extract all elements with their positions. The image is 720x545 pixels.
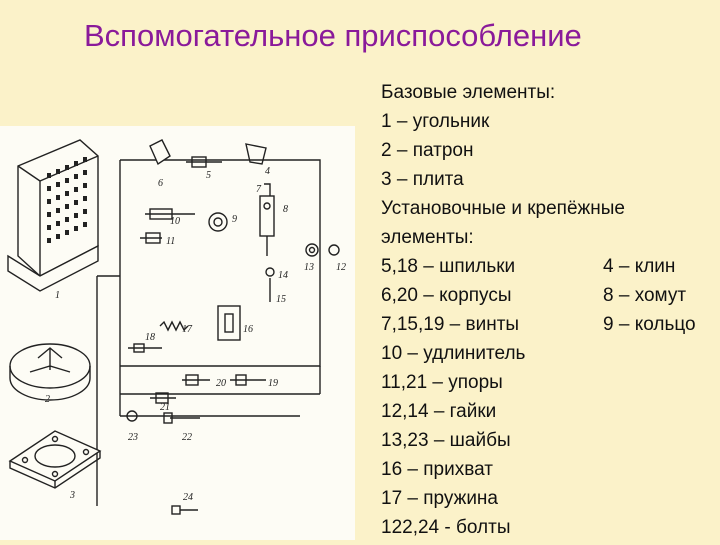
svg-text:4: 4 <box>265 166 270 177</box>
svg-text:22: 22 <box>182 432 192 443</box>
svg-text:14: 14 <box>278 270 288 281</box>
legend-item: 12,14 – гайки <box>381 401 497 422</box>
angle-plate-1 <box>7 139 99 292</box>
legend-item: 13,23 – шайбы <box>381 430 511 451</box>
legend-item: 3 – плита <box>381 169 464 190</box>
legend-item: 10 – удлинитель <box>381 343 526 364</box>
legend-item: 5,18 – шпильки <box>381 256 516 277</box>
chuck-2 <box>9 343 91 401</box>
svg-text:9: 9 <box>232 214 237 225</box>
svg-text:19: 19 <box>268 378 278 389</box>
legend-item: 7,15,19 – винты <box>381 314 520 335</box>
svg-text:3: 3 <box>69 490 75 501</box>
svg-text:17: 17 <box>182 324 193 335</box>
svg-text:11: 11 <box>166 236 175 247</box>
part-number-labels: 1 2 3 4 5 6 7 8 9 10 11 12 13 14 15 16 1… <box>45 166 346 503</box>
svg-text:13: 13 <box>304 262 314 273</box>
svg-text:7: 7 <box>256 184 262 195</box>
connector-lines <box>96 159 321 506</box>
svg-text:15: 15 <box>276 294 286 305</box>
legend-item: 9 – кольцо <box>603 314 696 335</box>
svg-text:20: 20 <box>216 378 226 389</box>
svg-text:10: 10 <box>170 216 180 227</box>
heading-mounting-elements-cont: элементы: <box>381 227 474 248</box>
svg-text:6: 6 <box>158 178 163 189</box>
svg-text:12: 12 <box>336 262 346 273</box>
legend-row: 7,15,19 – винты 9 – кольцо <box>381 310 720 339</box>
svg-text:24: 24 <box>183 492 193 503</box>
svg-text:23: 23 <box>128 432 138 443</box>
legend-item: 11,21 – упоры <box>381 372 503 393</box>
svg-text:16: 16 <box>243 324 253 335</box>
legend-row: 6,20 – корпусы 8 – хомут <box>381 281 720 310</box>
fixture-diagram: 1 2 3 4 5 6 7 8 9 10 11 12 13 14 15 16 1… <box>0 126 355 540</box>
svg-text:8: 8 <box>283 204 288 215</box>
legend-item: 122,24 - болты <box>381 517 511 538</box>
slide-title: Вспомогательное приспособление <box>84 18 582 53</box>
legend-item: 4 – клин <box>603 256 676 277</box>
legend-item: 2 – патрон <box>381 140 474 161</box>
svg-text:5: 5 <box>206 170 211 181</box>
legend-item: 1 – угольник <box>381 111 490 132</box>
svg-text:18: 18 <box>145 332 155 343</box>
heading-base-elements: Базовые элементы: <box>381 82 556 103</box>
legend-item: 8 – хомут <box>603 285 687 306</box>
legend-item: 17 – пружина <box>381 488 498 509</box>
svg-text:1: 1 <box>55 290 60 301</box>
legend-item: 16 – прихват <box>381 459 493 480</box>
svg-text:2: 2 <box>45 394 50 405</box>
svg-text:21: 21 <box>160 402 170 413</box>
legend-row: 5,18 – шпильки 4 – клин <box>381 252 720 281</box>
legend-text: Базовые элементы: 1 – угольник 2 – патро… <box>381 78 720 542</box>
plate-3 <box>8 430 102 489</box>
legend-item: 6,20 – корпусы <box>381 285 512 306</box>
heading-mounting-elements: Установочные и крепёжные <box>381 198 625 219</box>
small-parts <box>126 139 340 515</box>
